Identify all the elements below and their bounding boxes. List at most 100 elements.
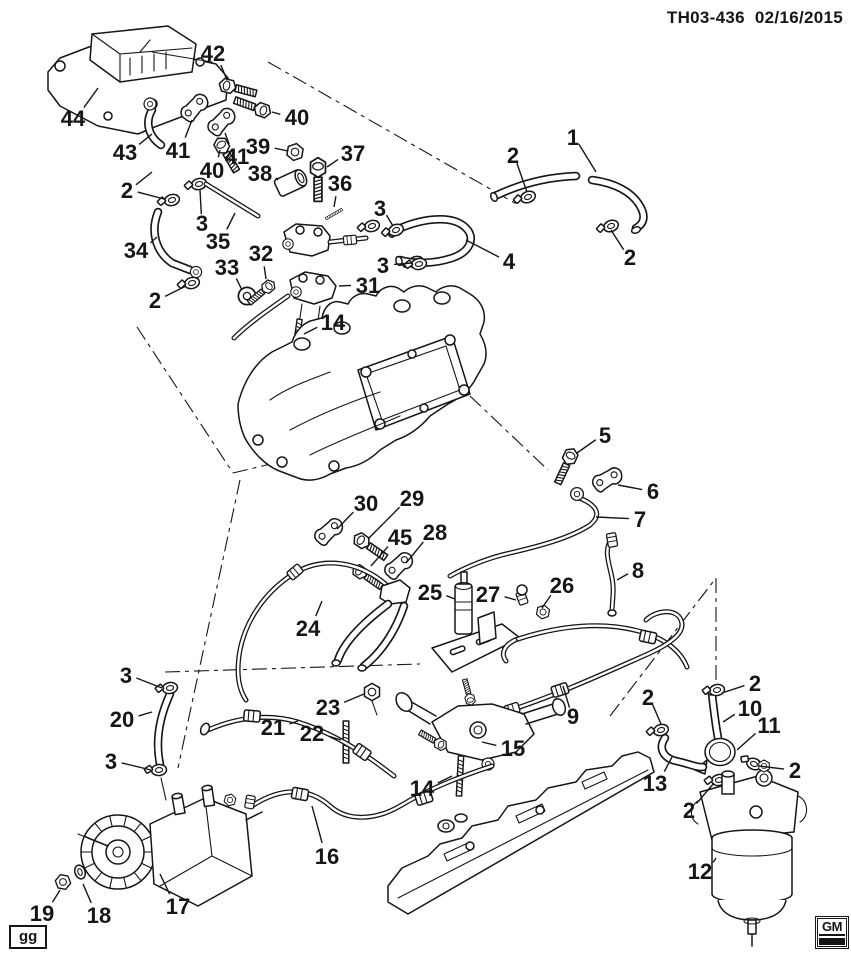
- part-number-4: 4: [503, 249, 516, 274]
- part-number-40: 40: [285, 105, 309, 130]
- callout-31: 31: [338, 273, 380, 298]
- leader-line-20: [138, 711, 153, 717]
- callout-34: 34: [124, 236, 158, 263]
- leader-line-2: [721, 684, 745, 694]
- part-number-2: 2: [642, 685, 654, 710]
- callout-37: 37: [326, 141, 365, 168]
- part-number-24: 24: [296, 616, 321, 641]
- leader-line-3: [385, 214, 394, 227]
- part-number-20: 20: [110, 707, 134, 732]
- part-number-14: 14: [321, 310, 346, 335]
- part-number-3: 3: [374, 196, 386, 221]
- leader-line-1: [578, 143, 597, 173]
- leader-line-16: [311, 805, 323, 844]
- callout-12: 12: [688, 857, 717, 884]
- leader-line-14: [303, 326, 318, 335]
- ecm-module: [47, 25, 229, 135]
- part-number-37: 37: [341, 141, 365, 166]
- leader-line-12: [712, 857, 717, 863]
- callout-43: 43: [113, 133, 153, 165]
- callout-28: 28: [405, 520, 447, 564]
- callout-2: 2: [721, 671, 761, 696]
- leader-line-7: [595, 516, 630, 520]
- leader-line-2: [610, 229, 625, 251]
- leader-line-22: [328, 735, 342, 741]
- part-number-43: 43: [113, 140, 137, 165]
- leader-line-3: [136, 677, 163, 689]
- gm-logo: GM: [815, 916, 849, 949]
- leader-line-35: [226, 212, 236, 230]
- hose-4: [379, 215, 475, 273]
- leader-line-27: [504, 596, 517, 601]
- pipe-24-group: [235, 515, 418, 703]
- callout-33: 33: [215, 255, 243, 291]
- leader-line-14: [437, 775, 453, 784]
- part-number-41: 41: [225, 144, 249, 169]
- page-code-badge: gg: [9, 925, 48, 949]
- gm-logo-text: GM: [819, 919, 845, 936]
- part-number-3: 3: [120, 663, 132, 688]
- part-number-19: 19: [30, 901, 54, 926]
- callout-2: 2: [610, 229, 636, 270]
- fuel-pump: [53, 784, 263, 907]
- callout-42: 42: [201, 41, 228, 81]
- leader-line-34: [149, 236, 158, 244]
- callout-2: 2: [683, 782, 715, 823]
- leader-line-5: [576, 439, 597, 454]
- leader-line-18: [82, 883, 92, 904]
- part-number-12: 12: [688, 859, 712, 884]
- part-number-22: 22: [300, 721, 324, 746]
- leader-line-42: [220, 64, 228, 81]
- gm-logo-bar: [819, 937, 845, 945]
- leader-line-40: [217, 149, 221, 158]
- part-number-2: 2: [121, 178, 133, 203]
- callout-17: 17: [159, 873, 190, 919]
- callout-8: 8: [616, 558, 644, 583]
- callout-6: 6: [617, 479, 659, 504]
- leader-line-15: [481, 741, 497, 747]
- leader-line-45: [370, 546, 389, 567]
- callout-40: 40: [200, 149, 224, 183]
- callout-4: 4: [465, 239, 516, 274]
- intake-manifold: [237, 285, 487, 481]
- leader-line-8: [616, 573, 629, 581]
- leader-line-3: [121, 762, 152, 771]
- part-number-32: 32: [249, 241, 273, 266]
- leader-line-19: [51, 889, 61, 903]
- valve-cover: [387, 751, 655, 915]
- part-number-3: 3: [196, 211, 208, 236]
- callout-41: 41: [166, 119, 193, 163]
- callout-27: 27: [476, 582, 517, 607]
- part-number-3: 3: [377, 253, 389, 278]
- callout-41: 41: [224, 132, 249, 169]
- callout-2: 2: [121, 171, 165, 203]
- part-number-25: 25: [418, 580, 442, 605]
- part-number-30: 30: [354, 491, 378, 516]
- leader-line-2: [758, 765, 785, 770]
- line-art: [47, 25, 808, 947]
- part-number-34: 34: [124, 238, 149, 263]
- part-number-16: 16: [315, 844, 339, 869]
- leader-line-41: [224, 132, 230, 145]
- callout-3: 3: [196, 189, 208, 236]
- leader-line-2: [164, 285, 187, 298]
- part-number-40: 40: [200, 158, 224, 183]
- callout-39: 39: [246, 134, 289, 159]
- part-number-38: 38: [248, 161, 272, 186]
- leader-line-13: [663, 756, 673, 772]
- callout-22: 22: [300, 721, 342, 746]
- part-number-36: 36: [328, 171, 352, 196]
- callout-7: 7: [595, 507, 646, 532]
- callout-14: 14: [303, 310, 346, 335]
- part-number-2: 2: [149, 288, 161, 313]
- part-number-29: 29: [400, 486, 424, 511]
- drawing-date: 02/16/2015: [754, 8, 843, 27]
- leader-line-24: [315, 600, 323, 617]
- leader-line-21: [289, 720, 299, 725]
- callout-2: 2: [149, 285, 187, 313]
- leader-line-2: [516, 162, 528, 193]
- callout-36: 36: [328, 171, 352, 208]
